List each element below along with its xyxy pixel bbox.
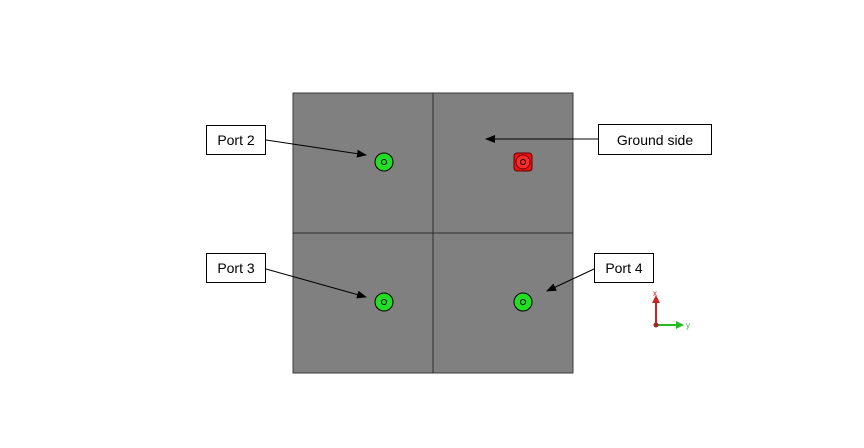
ground-side-callout: Ground side: [598, 124, 712, 155]
port-2-arrow: [265, 139, 367, 158]
port-2-marker: [374, 152, 394, 172]
port-3-arrow: [265, 268, 367, 299]
axis-origin: [653, 322, 659, 328]
port-2-callout: Port 2: [206, 125, 266, 155]
port-4-callout: Port 4: [594, 253, 654, 283]
port-3-marker: [374, 292, 394, 312]
axis-triad: x y: [652, 289, 690, 330]
port-4-arrow: [546, 268, 595, 292]
port-3-callout: Port 3: [206, 253, 266, 283]
y-axis-label: y: [686, 321, 690, 330]
ground-marker: [513, 152, 533, 172]
x-axis-label: x: [653, 289, 657, 298]
port-4-marker: [513, 292, 533, 312]
